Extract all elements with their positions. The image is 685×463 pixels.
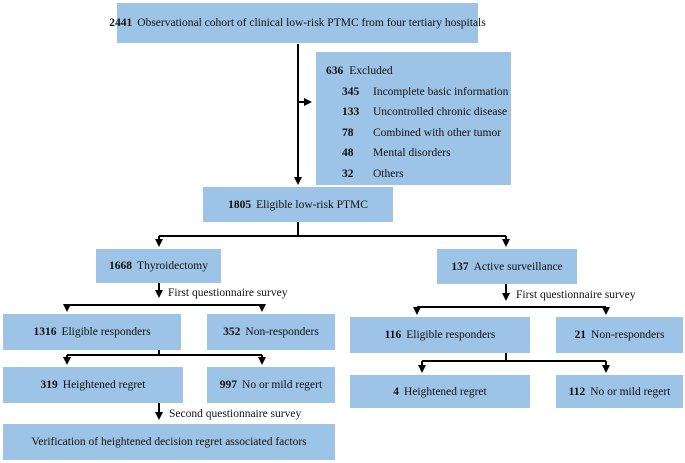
excluded-label: Excluded	[349, 65, 393, 78]
excluded-item-label: Incomplete basic information	[373, 85, 509, 98]
verification-label: Verification of heightened decision regr…	[31, 436, 307, 448]
excluded-box: 636 Excluded 345 Incomplete basic inform…	[316, 52, 511, 185]
surveillance-box: 137 Active surveillance	[437, 249, 577, 284]
excluded-item-count: 78	[342, 126, 354, 139]
thy-mild-count: 997	[219, 379, 238, 391]
cohort-box: 2441 Observational cohort of clinical lo…	[109, 3, 486, 43]
thy-responders-count: 1316	[33, 326, 57, 338]
excluded-item: 48 Mental disorders	[326, 143, 511, 164]
as-mild-label: No or mild regert	[590, 385, 671, 398]
as-responders-count: 116	[384, 329, 402, 341]
excluded-item-count: 48	[342, 147, 354, 160]
thy-nonresponders-label: Non-responders	[245, 326, 319, 338]
excluded-item: 78 Combined with other tumor	[326, 123, 511, 144]
excluded-item-count: 133	[342, 106, 360, 119]
thy-mild-label: No or mild regert	[242, 379, 323, 391]
as-heightened-count: 4	[393, 385, 400, 398]
excluded-count: 636	[326, 65, 344, 78]
as-responders-label: Eligible responders	[406, 329, 496, 341]
surveillance-label: Active surveillance	[473, 260, 563, 273]
eligible-count: 1805	[228, 198, 252, 211]
thy-responders-box: 1316 Eligible responders	[3, 314, 181, 350]
excluded-item: 133 Uncontrolled chronic disease	[326, 102, 511, 123]
eligible-box: 1805 Eligible low-risk PTMC	[203, 187, 393, 222]
as-heightened-box: 4 Heightened regret	[350, 375, 530, 408]
as-mild-box: 112 No or mild regert	[556, 375, 683, 408]
as-responders-box: 116 Eligible responders	[350, 317, 530, 353]
excluded-item: 345 Incomplete basic information	[326, 82, 511, 103]
verification-box: Verification of heightened decision regr…	[3, 424, 335, 460]
as-mild-count: 112	[568, 385, 586, 398]
excluded-item-label: Mental disorders	[373, 147, 451, 160]
excluded-item-label: Others	[373, 167, 404, 180]
excluded-item: 32 Others	[326, 164, 511, 185]
eligible-label: Eligible low-risk PTMC	[256, 198, 368, 211]
as-nonresponders-label: Non-responders	[591, 329, 665, 341]
thy-nonresponders-count: 352	[223, 326, 241, 338]
thy-nonresponders-box: 352 Non-responders	[207, 314, 335, 350]
thy-mild-box: 997 No or mild regert	[207, 367, 335, 403]
excluded-item-count: 32	[342, 167, 354, 180]
surveillance-count: 137	[451, 260, 469, 273]
cohort-count: 2441	[109, 17, 133, 29]
excluded-item-label: Combined with other tumor	[373, 126, 502, 139]
excluded-header: 636 Excluded	[326, 61, 511, 82]
second-survey-note: Second questionnaire survey	[169, 408, 302, 420]
as-heightened-label: Heightened regret	[404, 385, 487, 398]
thy-heightened-label: Heightened regret	[62, 379, 146, 391]
as-first-survey-note: First questionnaire survey	[516, 289, 636, 301]
thy-first-survey-note: First questionnaire survey	[168, 287, 288, 299]
thy-responders-label: Eligible responders	[61, 326, 151, 338]
cohort-label: Observational cohort of clinical low-ris…	[137, 17, 486, 29]
thy-heightened-box: 319 Heightened regret	[3, 367, 183, 403]
as-nonresponders-box: 21 Non-responders	[556, 317, 683, 353]
thyroidectomy-box: 1668 Thyroidectomy	[96, 249, 221, 283]
as-nonresponders-count: 21	[574, 329, 587, 341]
excluded-item-label: Uncontrolled chronic disease	[373, 106, 508, 119]
thyroidectomy-count: 1668	[109, 260, 133, 272]
excluded-item-count: 345	[342, 85, 360, 98]
thyroidectomy-label: Thyroidectomy	[137, 260, 208, 272]
thy-heightened-count: 319	[40, 379, 58, 391]
